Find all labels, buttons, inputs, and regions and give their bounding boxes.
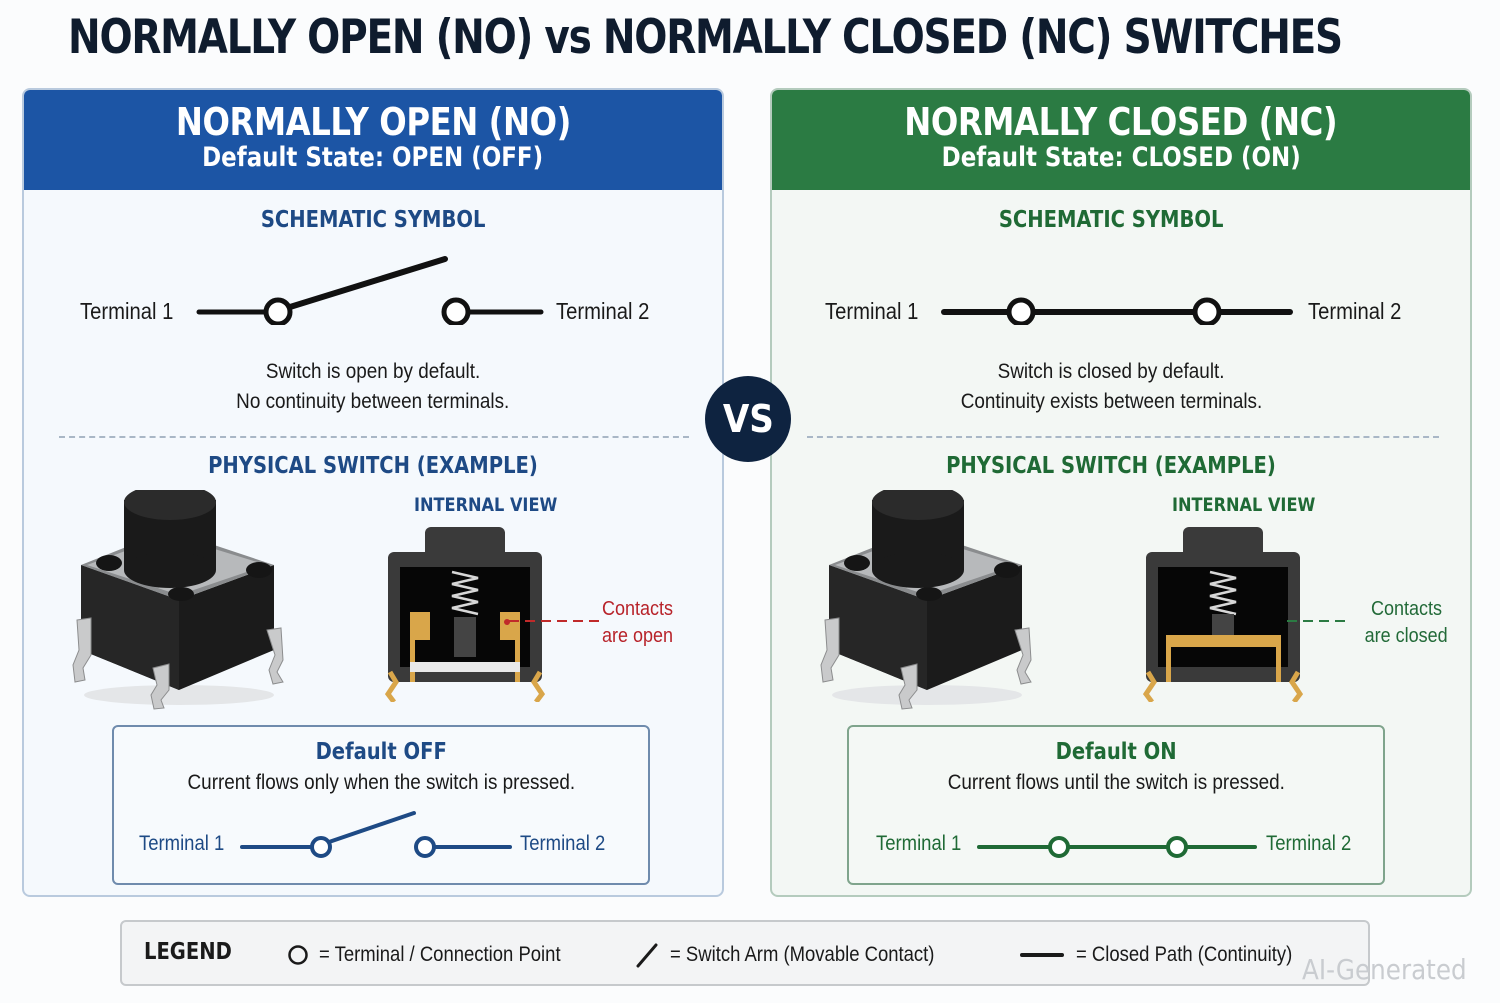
section-divider [807,436,1439,438]
contacts-open-leader-line [509,620,599,622]
normally-open-subheading: Default State: OPEN (OFF) [202,142,544,173]
no-schematic-symbol: Terminal 1 Terminal 2 [24,245,722,325]
internal-view-open-contacts-icon [384,527,546,702]
schematic-symbol-title: SCHEMATIC SYMBOL [998,207,1224,233]
terminal-2-label: Terminal 2 [1308,298,1402,324]
contacts-open-label: Contacts are open [601,598,674,647]
mini-terminal-1-label: Terminal 1 [139,832,225,855]
legend-terminal-label: = Terminal / Connection Point [319,943,561,966]
legend-item-switch-arm: = Switch Arm (Movable Contact) [634,941,971,969]
schematic-symbol-title: SCHEMATIC SYMBOL [260,207,486,233]
terminal-2-label: Terminal 2 [556,298,650,324]
default-off-description: Current flows only when the switch is pr… [187,771,575,794]
vs-badge: VS [705,376,791,462]
default-off-box: Default OFF Current flows only when the … [112,725,650,885]
legend-item-terminal: = Terminal / Connection Point [287,941,594,969]
page-title: NORMALLY OPEN (NO) vs NORMALLY CLOSED (N… [68,10,1343,65]
normally-closed-card: NORMALLY CLOSED (NC) Default State: CLOS… [770,88,1472,897]
default-on-title: Default ON [1055,739,1177,765]
contacts-closed-label: Contacts are closed [1364,598,1448,647]
contacts-closed-leader-line [1287,620,1351,622]
normally-closed-subheading: Default State: CLOSED (ON) [941,142,1301,173]
nc-schematic-symbol: Terminal 1 Terminal 2 [772,245,1470,325]
internal-view-title: INTERNAL VIEW [1172,494,1316,516]
mini-open-switch-icon [240,811,512,858]
circle-terminal-icon [288,945,308,965]
section-divider [59,436,689,438]
legend-title: LEGEND [144,939,232,965]
terminal-1-label: Terminal 1 [825,298,919,324]
legend: LEGEND = Terminal / Connection Point = S… [120,920,1370,986]
line-closed-path-icon [1020,953,1064,957]
mini-terminal-2-label: Terminal 2 [1266,832,1352,855]
default-on-box: Default ON Current flows until the switc… [847,725,1385,885]
ai-generated-watermark: AI-Generated [1302,953,1467,986]
physical-switch-title: PHYSICAL SWITCH (EXAMPLE) [208,453,538,479]
mini-terminal-1-label: Terminal 1 [876,832,962,855]
internal-view-title: INTERNAL VIEW [414,494,558,516]
tactile-switch-photo-icon [820,490,1032,710]
mini-closed-schematic: Terminal 1 Terminal 2 [849,807,1383,867]
default-on-description: Current flows until the switch is presse… [947,771,1285,794]
slash-switch-arm-icon [636,943,658,968]
physical-switch-title: PHYSICAL SWITCH (EXAMPLE) [946,453,1276,479]
normally-closed-header: NORMALLY CLOSED (NC) Default State: CLOS… [772,90,1470,190]
legend-switch-arm-label: = Switch Arm (Movable Contact) [670,943,935,966]
closed-switch-symbol-icon [941,297,1293,325]
legend-closed-path-label: = Closed Path (Continuity) [1076,943,1293,966]
no-schematic-description: Switch is open by default. No continuity… [236,360,510,413]
mini-closed-switch-icon [977,836,1257,858]
mini-terminal-2-label: Terminal 2 [520,832,606,855]
open-switch-symbol-icon [196,256,544,325]
legend-item-closed-path: = Closed Path (Continuity) [1020,941,1322,969]
normally-open-card: NORMALLY OPEN (NO) Default State: OPEN (… [22,88,724,897]
normally-open-header: NORMALLY OPEN (NO) Default State: OPEN (… [24,90,722,190]
tactile-switch-photo-icon [72,490,284,710]
normally-closed-heading: NORMALLY CLOSED (NC) [904,100,1338,144]
terminal-1-label: Terminal 1 [80,298,174,324]
default-off-title: Default OFF [315,739,447,765]
internal-view-closed-contacts-icon [1142,527,1304,702]
normally-open-heading: NORMALLY OPEN (NO) [175,100,571,144]
mini-open-schematic: Terminal 1 Terminal 2 [114,807,648,867]
nc-schematic-description: Switch is closed by default. Continuity … [960,360,1262,413]
